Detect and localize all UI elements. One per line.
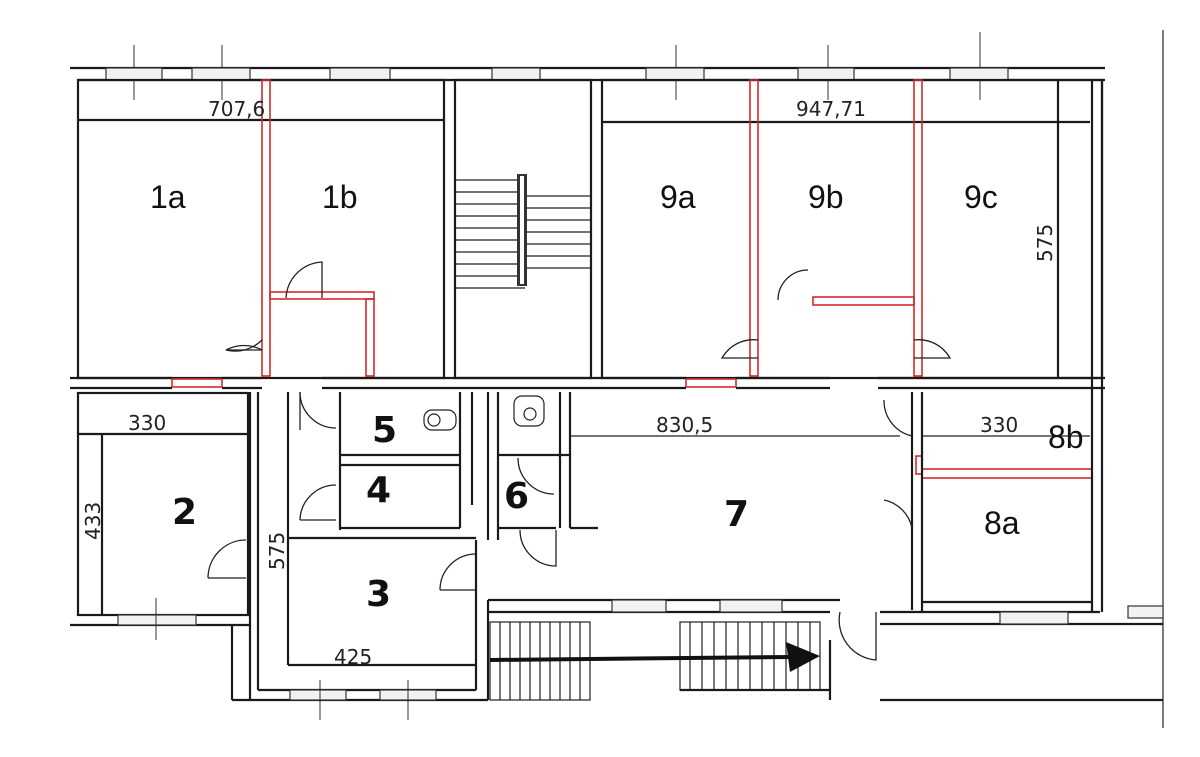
room-label-2: 2: [172, 492, 197, 533]
middle-wall-band: [70, 376, 1105, 390]
dimension-top-left: 707,6: [208, 97, 265, 121]
room-label-8b: 8b: [1048, 419, 1084, 455]
bottom-stairs: [489, 621, 1163, 702]
dimension-bottom-width: 425: [334, 645, 372, 669]
dimension-right-height: 575: [1033, 224, 1057, 262]
door-swings: [207, 261, 952, 661]
dimension-corridor-height: 575: [265, 532, 289, 570]
room-2-walls: [70, 391, 250, 640]
room-label-4: 4: [366, 470, 391, 511]
room-label-9a: 9a: [660, 179, 696, 215]
room-8-walls: [910, 80, 1104, 612]
dimension-top-right: 947,71: [796, 97, 866, 121]
room-label-9c: 9c: [964, 179, 998, 215]
room-block-9: [600, 78, 1104, 380]
top-outer-wall: [70, 66, 1105, 82]
top-window-axes: [133, 32, 981, 100]
dimension-left-room-height: 433: [81, 502, 105, 540]
corridor-left-walls: [230, 392, 490, 720]
room-label-9b: 9b: [808, 179, 844, 215]
room-label-7: 7: [724, 494, 749, 535]
room-label-5: 5: [372, 410, 397, 451]
room-label-6: 6: [504, 476, 529, 517]
corridor-7-walls: [488, 435, 1164, 626]
dimension-corridor-width: 830,5: [656, 413, 713, 437]
direction-arrow: [489, 642, 820, 672]
new-partitions: [171, 79, 1093, 479]
room-label-1b: 1b: [322, 179, 358, 215]
central-stair-block: [453, 78, 593, 380]
room-label-3: 3: [366, 574, 391, 615]
room-label-1a: 1a: [150, 179, 186, 215]
room-block-1: [76, 78, 446, 380]
dimension-right-room-width: 330: [980, 413, 1018, 437]
dimension-left-room-width: 330: [128, 411, 166, 435]
rooms-4-5-6-walls: [288, 392, 598, 540]
room-label-8a: 8a: [984, 505, 1020, 541]
